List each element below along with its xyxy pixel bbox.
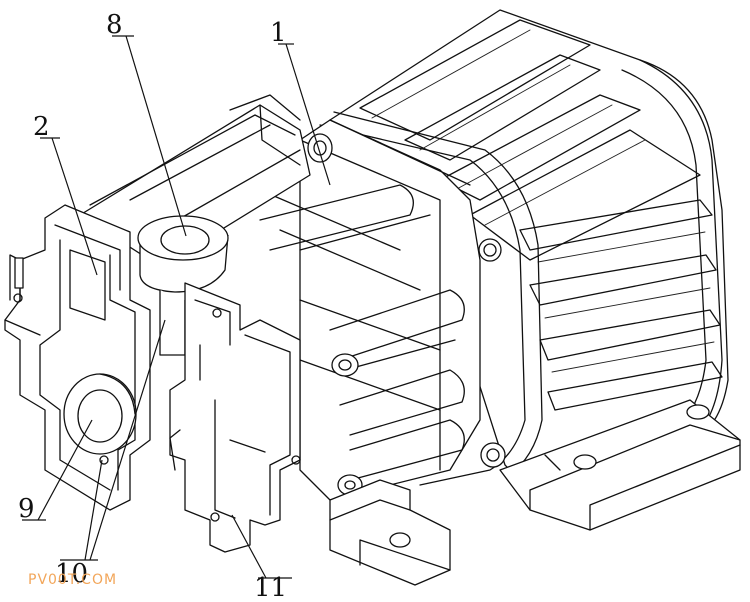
leader-lines (22, 35, 331, 579)
side-port (63, 373, 137, 465)
pump-tubes (259, 184, 465, 479)
callout-9: 9 (18, 494, 35, 524)
callout-1: 1 (270, 18, 287, 48)
watermark-text: PV00T.COM (28, 572, 117, 588)
right-end-plate (169, 282, 301, 553)
callout-8: 8 (106, 10, 123, 40)
pump-base-foot (329, 479, 451, 586)
callout-2: 2 (33, 112, 50, 142)
left-end-plate (4, 204, 151, 511)
callout-10: 10 (55, 559, 88, 589)
motor-housing (319, 9, 729, 486)
pump-middle-body (259, 119, 481, 501)
callout-11: 11 (254, 573, 287, 602)
callout-labels: 1 2 8 9 10 11 (18, 10, 287, 602)
motor-fins (359, 19, 723, 411)
manifold-housing (79, 94, 311, 261)
top-port (137, 215, 229, 356)
motor-base-foot (499, 399, 741, 531)
